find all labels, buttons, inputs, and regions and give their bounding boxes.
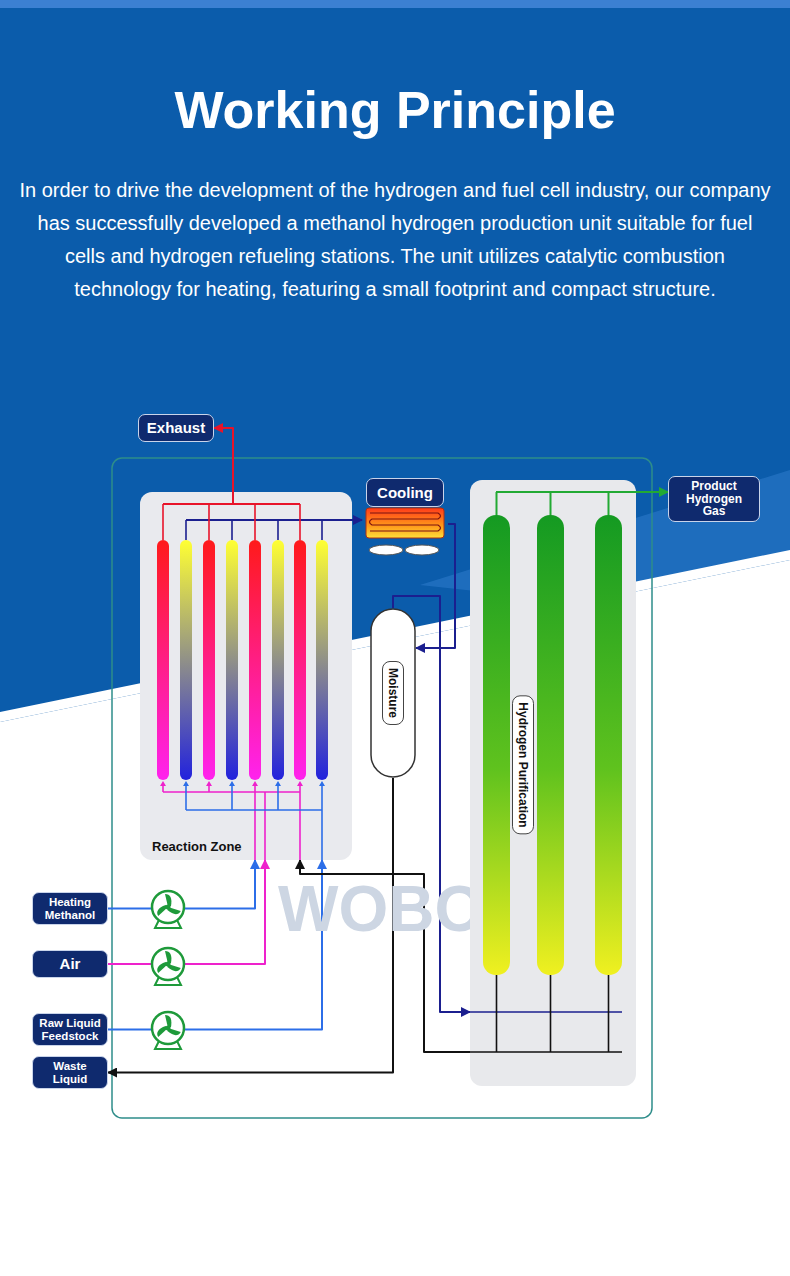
node-text: Product Hydrogen Gas xyxy=(674,480,754,518)
reactor-tube xyxy=(249,540,261,780)
node-text: Moisture xyxy=(382,661,404,725)
label-box: Cooling xyxy=(366,478,444,507)
tube-outlet xyxy=(162,504,164,540)
label-box: Product Hydrogen Gas xyxy=(668,476,760,522)
moisture-separator: Moisture xyxy=(370,608,416,778)
fan xyxy=(405,545,439,555)
inlet-head xyxy=(319,781,325,786)
inlet-head xyxy=(160,781,166,786)
reactor-tube xyxy=(157,540,169,780)
inlet-head xyxy=(206,781,212,786)
inlet-head xyxy=(229,781,235,786)
reactor-tube xyxy=(226,540,238,780)
tube-inlet xyxy=(185,786,187,810)
tube-inlet xyxy=(254,786,256,792)
pump-symbol xyxy=(152,891,184,928)
reactor-tube xyxy=(180,540,192,780)
reactor-tube xyxy=(203,540,215,780)
reactor-tube xyxy=(316,540,328,780)
tube-outlet xyxy=(185,520,187,540)
purifier-drawing xyxy=(470,480,636,1086)
flow-connector xyxy=(108,860,265,964)
tube-outlet xyxy=(231,520,233,540)
tube-outlet xyxy=(299,504,301,540)
tube-outlet xyxy=(208,504,210,540)
pump-symbol xyxy=(152,948,184,985)
tube-outlet xyxy=(277,520,279,540)
inlet-head xyxy=(183,781,189,786)
tube-inlet xyxy=(321,786,323,810)
inlet-head xyxy=(252,781,258,786)
unit-frame xyxy=(112,458,652,1118)
flow-connector xyxy=(636,491,668,493)
label-box: Heating Methanol xyxy=(32,892,108,925)
inlet-head xyxy=(275,781,281,786)
tube-inlet xyxy=(162,786,164,792)
exchanger-coil xyxy=(370,513,441,531)
heat-exchanger xyxy=(366,508,444,538)
reaction-zone-panel: Reaction Zone xyxy=(140,492,352,860)
flow-connector xyxy=(352,519,362,521)
intro-paragraph: In order to drive the development of the… xyxy=(18,174,772,306)
exhaust-manifold xyxy=(163,492,300,504)
reactor-tube xyxy=(294,540,306,780)
page-title: Working Principle xyxy=(0,80,790,140)
tube-outlet xyxy=(321,520,323,540)
node-text: Reaction Zone xyxy=(152,839,242,854)
node-text: Air xyxy=(60,956,81,972)
reactor-tube xyxy=(272,540,284,780)
node-text: Exhaust xyxy=(147,420,205,436)
node-text: Heating Methanol xyxy=(38,896,102,920)
tube-inlet xyxy=(231,786,233,810)
purge-manifold xyxy=(470,975,622,1052)
tube-outlet xyxy=(254,504,256,540)
adsorber-column xyxy=(483,515,510,975)
tube-inlet xyxy=(277,786,279,810)
flow-connector xyxy=(416,524,455,648)
pump-symbol xyxy=(152,1012,184,1049)
inlet-head xyxy=(297,781,303,786)
label-box: Exhaust xyxy=(138,414,214,442)
adsorber-column xyxy=(537,515,564,975)
label-box: Waste Liquid xyxy=(32,1056,108,1089)
cooler: Cooling xyxy=(362,476,448,560)
node-text: Raw Liquid Feedstock xyxy=(38,1017,102,1041)
label-box: Air xyxy=(32,950,108,978)
watermark: WOBO xyxy=(278,872,484,946)
label-box: Raw Liquid Feedstock xyxy=(32,1013,108,1046)
node-text: Waste Liquid xyxy=(38,1060,102,1084)
tube-inlet xyxy=(299,786,301,792)
purification-panel: Hydrogen Purification xyxy=(470,480,636,1086)
product-manifold xyxy=(496,492,636,515)
reactor-drawing xyxy=(140,492,352,860)
vessel-shell xyxy=(371,609,415,777)
tube-inlet xyxy=(208,786,210,792)
inlet-manifold xyxy=(470,1011,622,1013)
adsorber-column xyxy=(595,515,622,975)
node-text: Hydrogen Purification xyxy=(512,695,534,834)
flow-connector xyxy=(214,428,233,492)
gas-manifold xyxy=(186,519,352,521)
top-strip xyxy=(0,0,790,8)
fan xyxy=(369,545,403,555)
